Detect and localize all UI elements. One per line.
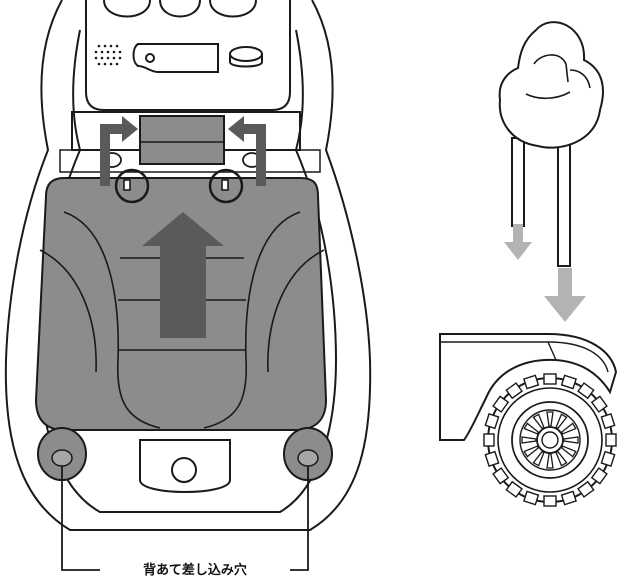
- slide-up-arrow-icon: [142, 212, 224, 338]
- push-down-arrows: [504, 224, 586, 322]
- rear-insertion-holes: [37, 427, 333, 481]
- insert-direction-arrows: [100, 116, 266, 186]
- backrest-block: [139, 115, 225, 165]
- car-body: [4, 0, 372, 531]
- rear-latch: [139, 439, 231, 493]
- fender: [439, 333, 618, 441]
- insertion-hole-markers: [114, 168, 244, 204]
- wheel: [483, 373, 617, 507]
- speaker-grille-icon: [94, 44, 122, 66]
- insertion-hole-caption: 背あて差し込み穴: [100, 563, 290, 578]
- snap-pin: [498, 21, 604, 267]
- console: [85, 0, 291, 111]
